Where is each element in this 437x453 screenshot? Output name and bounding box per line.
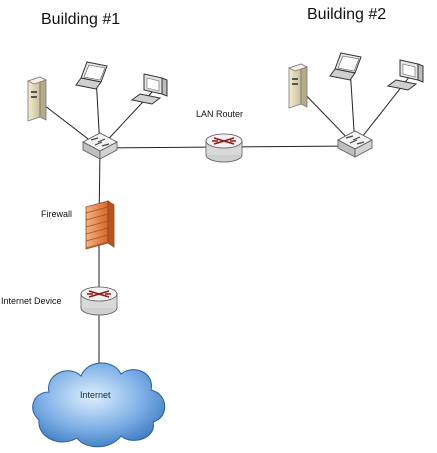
laptop-icon [75, 61, 108, 90]
cloud-icon [32, 362, 166, 448]
lan-router-label: LAN Router [196, 109, 244, 119]
server-icon [287, 63, 309, 109]
switch-icon [337, 130, 373, 158]
connection-switch-1-lan-router [99, 146, 225, 149]
building-2-title: Building #2 [307, 6, 387, 23]
internet-label: Internet [80, 390, 111, 400]
connection-lan-router-switch-2 [223, 145, 356, 148]
device-nodes [26, 52, 424, 448]
desktop-icon [130, 73, 168, 105]
desktop-icon [386, 59, 424, 91]
firewall-icon [85, 200, 115, 250]
firewall-label: Firewall [41, 209, 73, 219]
router-icon [205, 133, 243, 163]
building-1-title: Building #1 [41, 11, 121, 28]
router-icon [80, 286, 118, 316]
laptop-icon [329, 52, 362, 81]
switch-icon [82, 132, 118, 160]
internet-device-label: Internet Device [1, 296, 62, 306]
server-icon [26, 76, 48, 122]
